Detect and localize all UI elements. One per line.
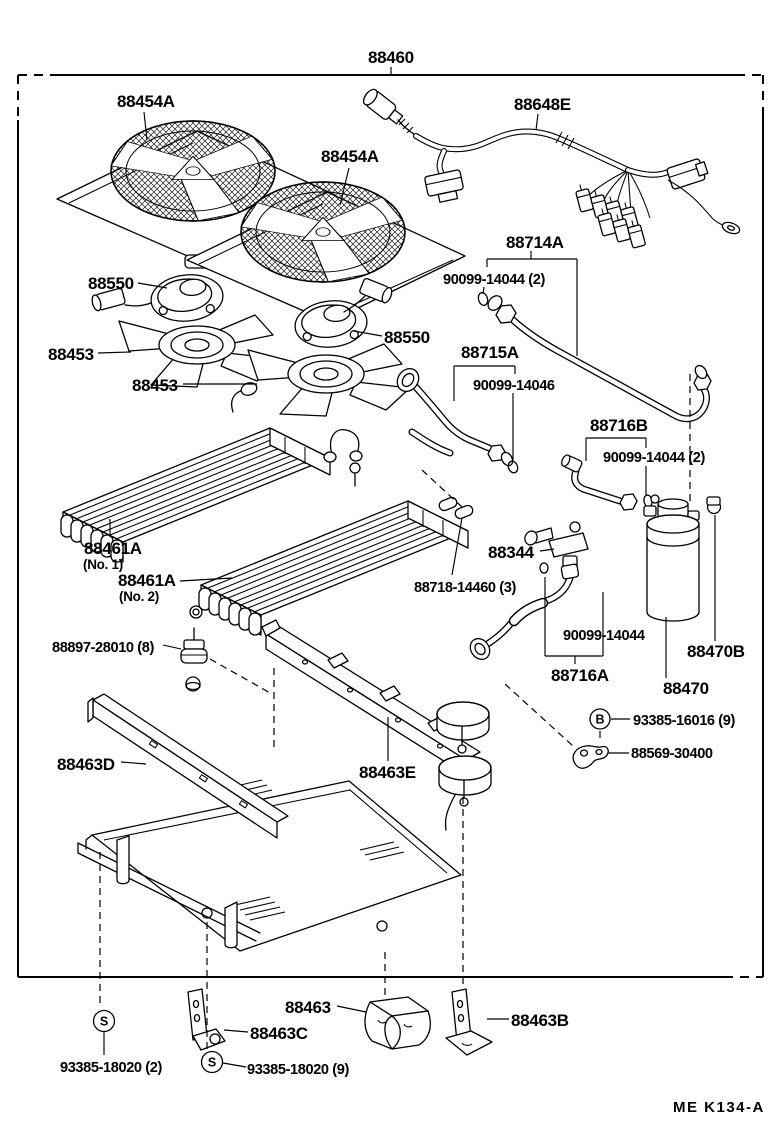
part-label-suction-pipe: 88715A <box>461 343 519 362</box>
bolt-symbol: B <box>589 708 611 730</box>
part-label-pipe-sleeve: 88718-14460 (3) <box>414 580 516 596</box>
diagram-border <box>17 74 764 978</box>
leader-lines <box>97 67 716 1068</box>
part-drawing-condenser-fittings <box>230 382 474 520</box>
screw-symbol-center-letter: S <box>208 1056 216 1070</box>
part-label-assembly-88460: 88460 <box>368 48 414 67</box>
part-label-condenser-1: 88461A <box>84 539 142 558</box>
part-drawing-oring-discharge <box>477 291 489 307</box>
bolt-symbol-letter: B <box>595 713 604 727</box>
part-drawing-condenser-2 <box>198 500 469 636</box>
part-label-fan-shroud-right: 88454A <box>321 147 379 166</box>
part-label-condenser-1-no: (No. 1) <box>83 557 123 572</box>
part-drawing-bracket-b <box>445 988 493 1056</box>
part-label-bracket-d: 88463D <box>57 755 115 774</box>
part-drawing-fan-right <box>247 343 411 417</box>
part-drawing-liquid-pipe-a <box>469 563 580 661</box>
part-drawing-fan-motor-left <box>91 270 226 326</box>
part-drawing-pipe-clamp-rings <box>436 701 492 831</box>
part-label-bracket-e: 88463E <box>359 763 416 782</box>
part-label-cushion: 88897-28010 (8) <box>52 640 154 656</box>
screw-symbol-center: S <box>200 1050 224 1074</box>
part-label-bracket-b: 88463B <box>511 1011 569 1030</box>
part-label-pipe-clamp: 88569-30400 <box>631 746 713 762</box>
part-label-drier-switch: 88470B <box>687 642 745 661</box>
part-drawing-oring-suction <box>507 460 519 474</box>
part-label-liquid-pipe-b: 88716B <box>590 416 648 435</box>
part-drawing-receiver-drier <box>643 494 700 622</box>
part-drawing-fan-motor-right <box>292 277 393 352</box>
part-drawing-discharge-pipe-88714a <box>487 295 712 423</box>
part-label-condenser-2: 88461A <box>118 571 176 590</box>
part-label-discharge-pipe: 88714A <box>506 233 564 252</box>
part-label-receiver-drier: 88470 <box>663 679 709 698</box>
part-label-oring-liquid-a: 90099-14044 <box>563 628 646 644</box>
part-label-fan-motor-right: 88550 <box>384 328 430 347</box>
part-drawing-wire-harness <box>362 88 741 249</box>
screw-symbol-left: S <box>92 1009 116 1033</box>
part-drawing-pipe-clamp <box>572 745 609 769</box>
part-drawing-bracket-d <box>87 693 289 839</box>
screw-symbol-left-letter: S <box>100 1015 108 1029</box>
part-label-condenser-2-no: (No. 2) <box>119 589 159 604</box>
part-drawing-drier-switch <box>706 496 722 515</box>
part-label-liquid-pipe-a: 88716A <box>551 666 609 685</box>
part-label-check-valve: 88344 <box>488 543 535 562</box>
part-label-bolt-with-washer: 93385-16016 (9) <box>633 713 735 729</box>
part-label-fan-motor-left: 88550 <box>88 274 134 293</box>
part-label-oring-liquid-b: 90099-14044 (2) <box>603 450 705 466</box>
part-label-oring-discharge: 90099-14044 (2) <box>443 272 545 288</box>
figure-code: ME K134-A <box>673 1099 765 1116</box>
part-label-fan-shroud-left: 88454A <box>117 92 175 111</box>
part-label-fan-right: 88453 <box>132 376 178 395</box>
part-label-oring-suction: 90099-14046 <box>473 378 555 394</box>
part-label-screw-left: 93385-18020 (2) <box>60 1060 162 1076</box>
part-label-bracket-main: 88463 <box>285 998 331 1017</box>
part-label-wire-harness: 88648E <box>514 95 571 114</box>
part-label-fan-left: 88453 <box>48 345 94 364</box>
part-drawing-bracket-main <box>364 996 431 1050</box>
part-label-screw-center: 93385-18020 (9) <box>247 1062 349 1078</box>
part-drawing-liquid-pipe-b-88716b <box>561 454 638 511</box>
part-drawing-bracket-e <box>261 619 481 776</box>
part-drawing-cushion <box>180 605 208 692</box>
part-drawing-suction-pipe-88715a <box>396 367 514 467</box>
reference-dashed-lines <box>99 374 691 1050</box>
part-label-bracket-c: 88463C <box>250 1024 308 1043</box>
